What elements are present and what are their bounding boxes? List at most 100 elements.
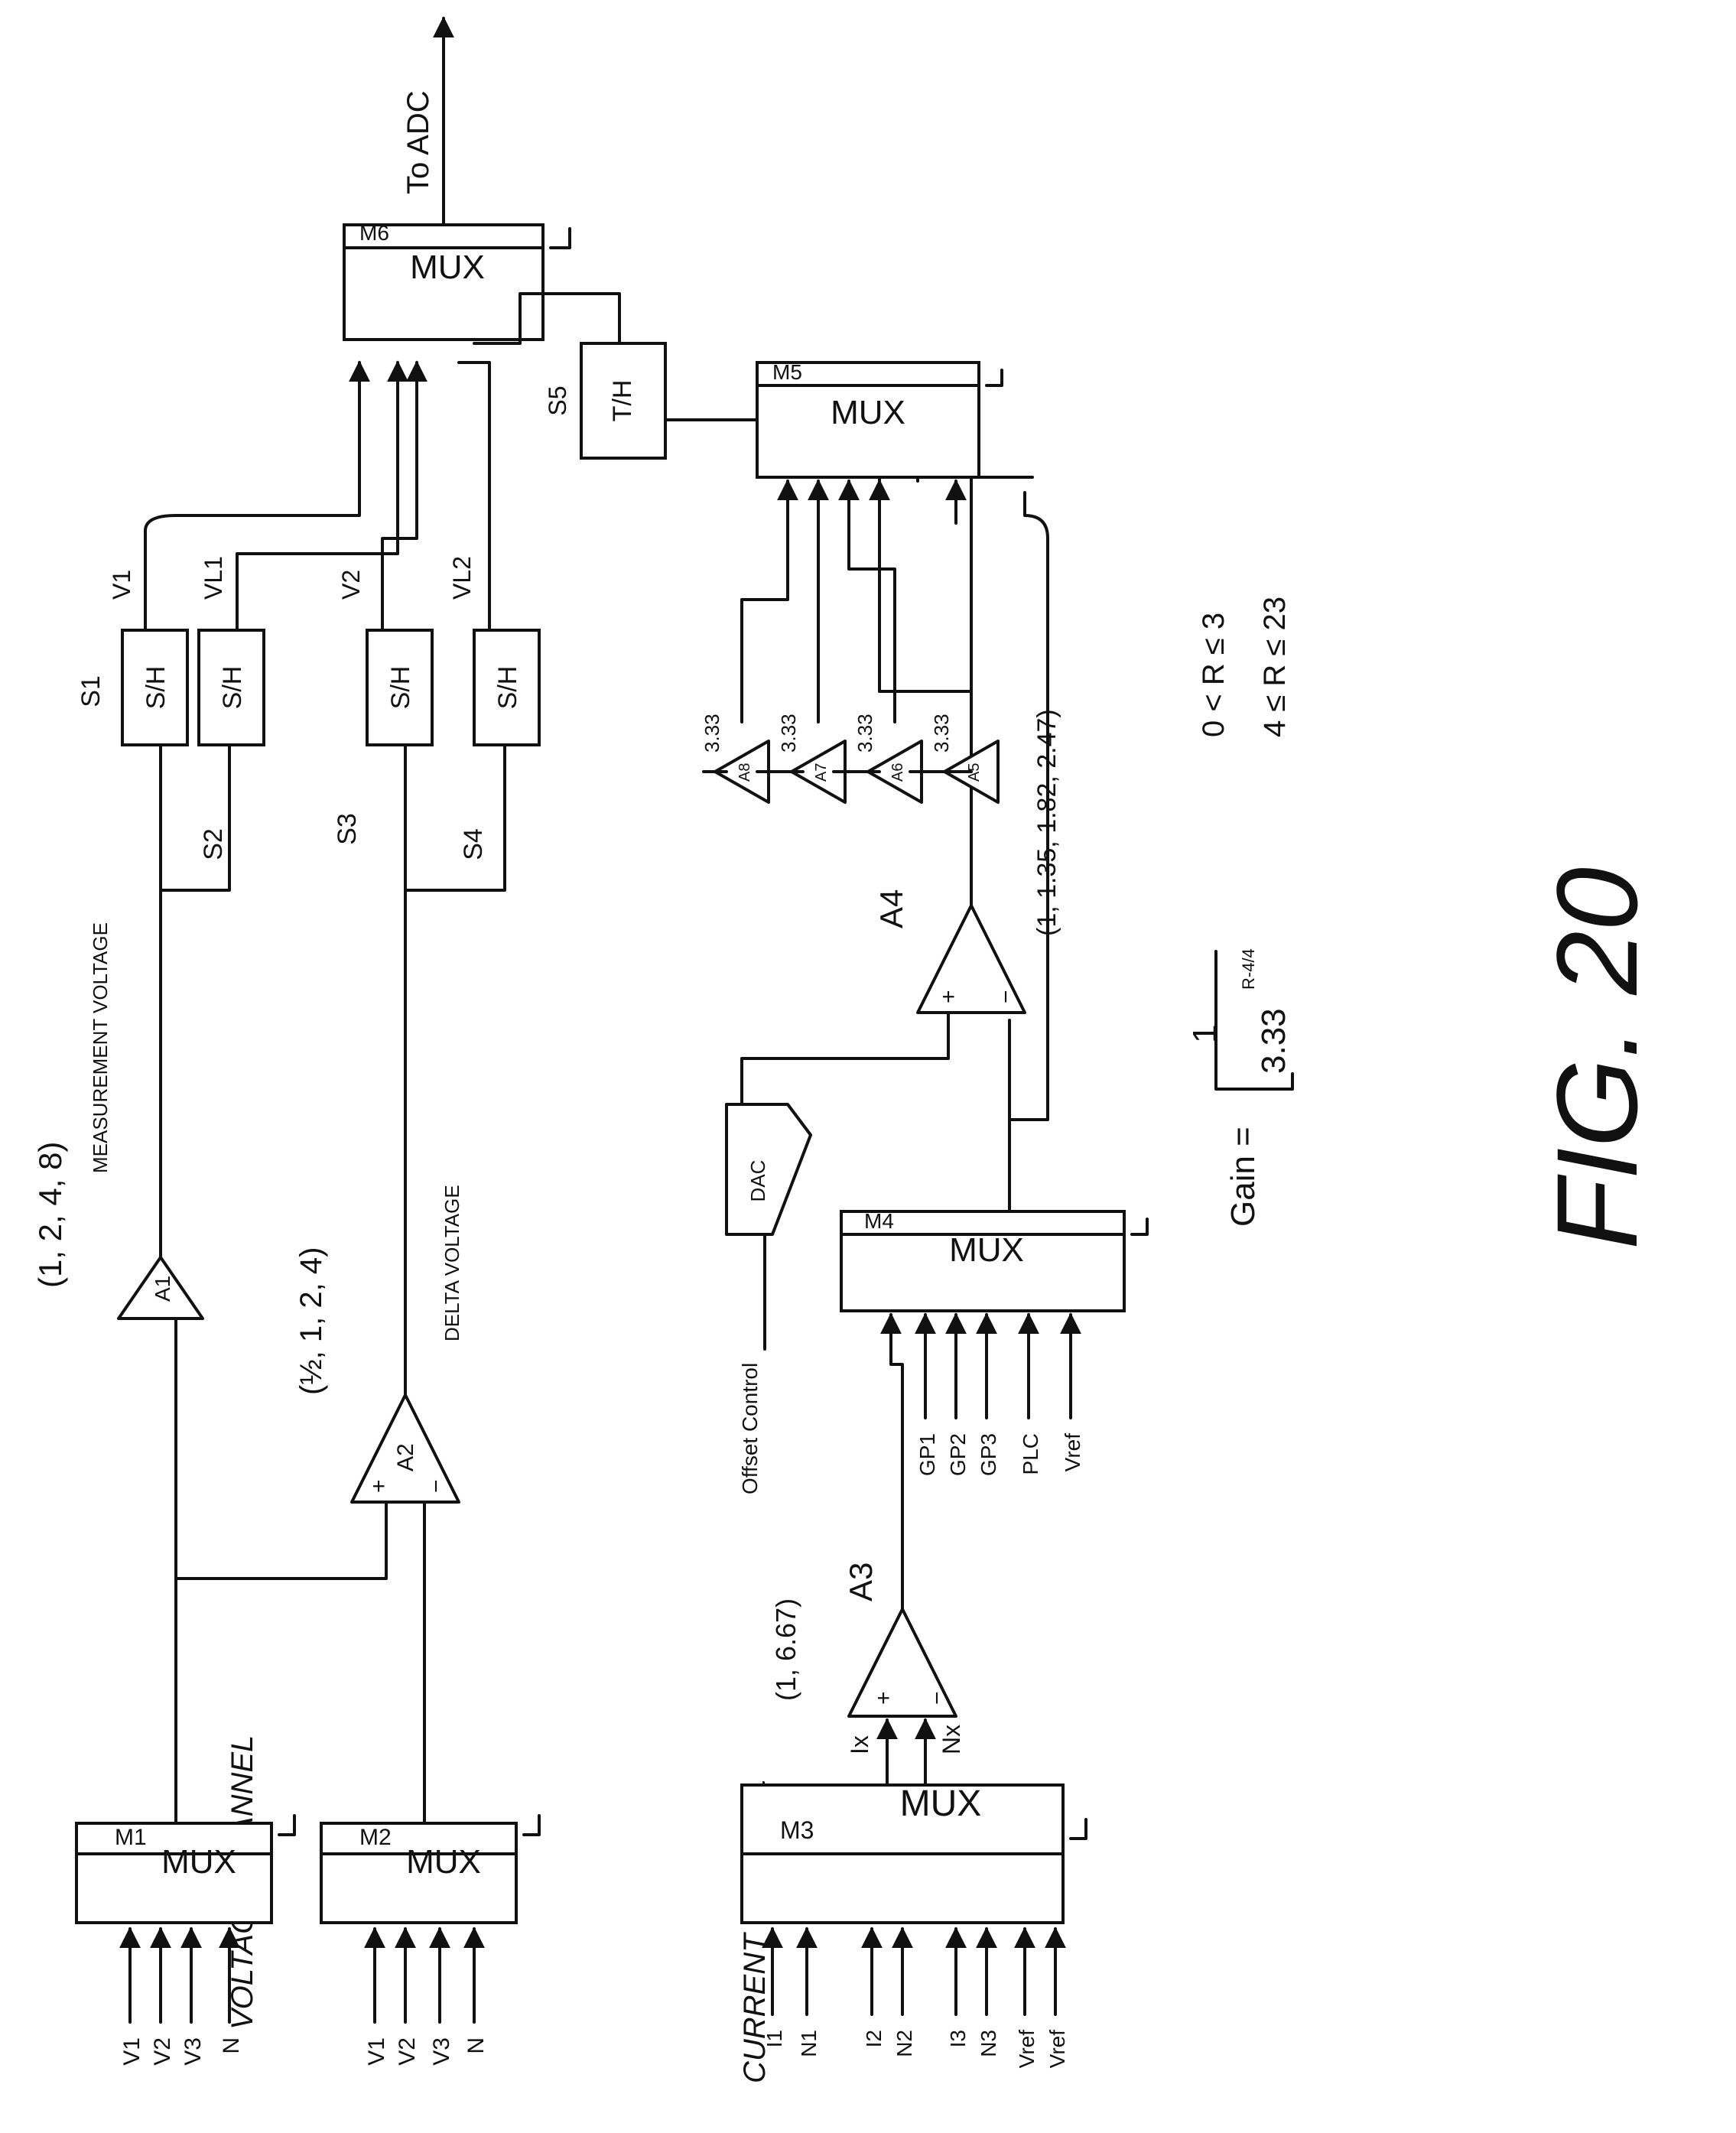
m4-select-line xyxy=(1132,1219,1147,1234)
amp-a5-gain: 3.33 xyxy=(930,714,953,753)
sh-s1-id: S1 xyxy=(76,675,106,707)
m6-select-line xyxy=(551,229,570,248)
gain-case1-value: 1 xyxy=(1186,1025,1224,1043)
th-s5-id: S5 xyxy=(544,385,571,415)
mux-m1-id: M1 xyxy=(115,1825,147,1850)
m4-input-plc: PLC xyxy=(1019,1433,1042,1475)
signal-vl2: VL2 xyxy=(448,556,476,600)
mux-m1-name: MUX xyxy=(161,1843,236,1881)
mux-m4: M4 MUX xyxy=(841,1209,1147,1311)
m3-select-line xyxy=(1071,1819,1086,1839)
m1-input-v2: V2 xyxy=(150,2037,175,2066)
amp-a1-gains: (1, 2, 4, 8) xyxy=(32,1142,68,1288)
amp-a6-id: A6 xyxy=(889,763,906,782)
m2-input-v3: V3 xyxy=(429,2037,454,2066)
amp-a4: + − xyxy=(918,906,1025,1013)
sh-s4-text: S/H xyxy=(493,666,522,710)
wire-a8-to-m5 xyxy=(742,481,788,722)
m3-input-i3: I3 xyxy=(946,2030,970,2047)
signal-vl1: VL1 xyxy=(200,556,227,600)
figure-label: FIG. 20 xyxy=(1533,867,1661,1250)
sh-s3-text: S/H xyxy=(386,666,415,710)
sh-s1-text: S/H xyxy=(141,666,171,710)
signal-nx: Nx xyxy=(938,1725,965,1754)
amp-a7-gain: 3.33 xyxy=(777,714,800,753)
mux-m3-id: M3 xyxy=(780,1816,814,1844)
amp-a3-minus: − xyxy=(925,1691,950,1705)
m1-input-v1: V1 xyxy=(119,2037,145,2066)
m4-input-gp3: GP3 xyxy=(977,1433,1000,1476)
m5-select-line xyxy=(987,370,1002,385)
amp-a3: + − xyxy=(849,1609,956,1716)
m3-input-i1: I1 xyxy=(762,2030,786,2047)
mux-m4-id: M4 xyxy=(864,1209,894,1233)
mux-m2: M2 MUX xyxy=(321,1823,516,1923)
mux-m4-name: MUX xyxy=(949,1231,1024,1269)
amp-a8-id: A8 xyxy=(736,763,753,782)
signal-v1: V1 xyxy=(108,570,135,600)
wire-m1-to-a1 xyxy=(161,1288,176,1823)
m2-input-v2: V2 xyxy=(395,2037,420,2066)
gain-case1-condition: 0 < R ≤ 3 xyxy=(1197,613,1230,737)
wire-dac-to-a4 xyxy=(742,1009,948,1104)
wire-a2-to-s4 xyxy=(405,745,505,890)
amp-a2-gains: (½, 1, 2, 4) xyxy=(294,1247,328,1395)
th-s5-text: T/H xyxy=(608,380,637,422)
wire-a3-to-m4 xyxy=(891,1315,902,1609)
sh-s2-text: S/H xyxy=(218,666,247,710)
wire-a1-to-s2 xyxy=(161,745,229,890)
amp-a4-minus: − xyxy=(993,990,1019,1003)
mux-m6-id: M6 xyxy=(359,221,389,245)
wire-s2-to-m6 xyxy=(237,363,398,630)
offset-control-label: Offset Control xyxy=(738,1363,762,1494)
th-s5: T/H S5 xyxy=(544,343,665,458)
mux-m1: M1 MUX xyxy=(76,1823,271,1923)
m3-input-vref1: Vref xyxy=(1015,2030,1039,2069)
m4-input-gp1: GP1 xyxy=(915,1433,939,1476)
sh-s4: S/H S4 xyxy=(459,630,539,860)
amp-a4-plus: + xyxy=(936,990,961,1003)
amp-a2: A2 + − xyxy=(352,1395,459,1502)
mux-m5: M5 MUX xyxy=(757,360,1002,477)
mux-m3-inputs: I1 N1 I2 N2 I3 N3 Vref Vref xyxy=(762,1929,1069,2068)
m1-input-n: N xyxy=(219,2037,244,2054)
amp-a2-minus: − xyxy=(424,1479,449,1493)
amp-a2-note: DELTA VOLTAGE xyxy=(441,1185,463,1341)
m1-select-line xyxy=(279,1816,294,1835)
amp-a3-gains: (1, 6.67) xyxy=(770,1598,801,1701)
gain-case2-value: 3.33 xyxy=(1255,1008,1292,1074)
amp-a8-gain: 3.33 xyxy=(701,714,723,753)
dac-label: DAC xyxy=(746,1160,769,1202)
mux-m5-name: MUX xyxy=(831,394,905,431)
m3-input-n2: N2 xyxy=(892,2030,916,2057)
sh-s1: S/H S1 xyxy=(76,630,187,745)
mux-m4-inputs: GP1 GP2 GP3 PLC Vref xyxy=(915,1315,1084,1476)
sh-s4-id: S4 xyxy=(459,828,488,860)
amp-a7-id: A7 xyxy=(813,763,830,782)
m3-input-n1: N1 xyxy=(797,2030,821,2057)
amp-a3-plus: + xyxy=(871,1691,896,1705)
gain-prefix: Gain = xyxy=(1224,1127,1262,1227)
mux-m5-id: M5 xyxy=(772,360,802,384)
signal-v2: V2 xyxy=(337,570,365,600)
m3-input-vref2: Vref xyxy=(1045,2030,1069,2069)
wire-a2-inputs xyxy=(386,1502,424,1540)
signal-ix: Ix xyxy=(846,1735,873,1754)
m2-input-v1: V1 xyxy=(364,2037,389,2066)
amp-a3-id: A3 xyxy=(843,1562,879,1601)
sh-s2-id: S2 xyxy=(199,828,228,860)
mux-m2-name: MUX xyxy=(406,1843,481,1881)
m2-select-line xyxy=(524,1816,539,1835)
gain-case2-condition: 4 ≤ R ≤ 23 xyxy=(1258,597,1292,737)
sh-s2: S/H S2 xyxy=(199,630,264,860)
mux-m3: M3 MUX xyxy=(742,1783,1086,1923)
amp-a2-id: A2 xyxy=(393,1443,418,1471)
m3-input-i2: I2 xyxy=(862,2030,886,2047)
m1-input-v3: V3 xyxy=(180,2037,206,2066)
gain-equation: Gain = 1 3.33 R-4/4 0 < R ≤ 3 4 ≤ R ≤ 23 xyxy=(1186,597,1292,1227)
sh-s3: S/H S3 xyxy=(333,630,432,845)
dac-block: DAC xyxy=(727,1104,811,1234)
sh-s3-id: S3 xyxy=(333,813,362,845)
